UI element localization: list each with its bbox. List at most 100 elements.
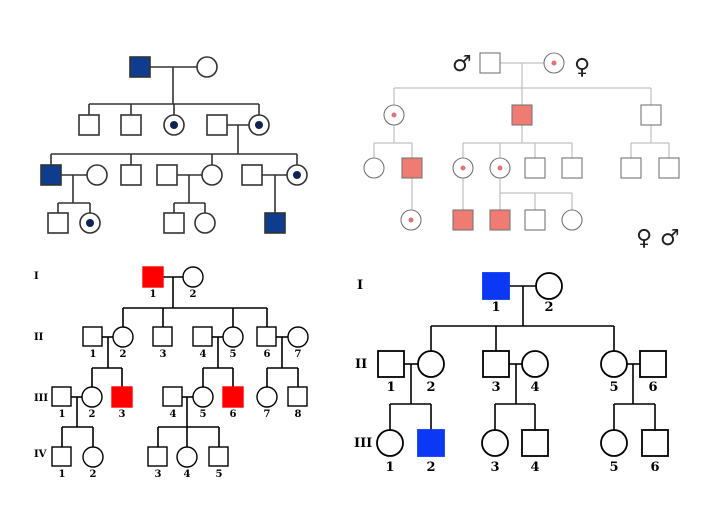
female-III-2 bbox=[81, 386, 103, 408]
individual-number: 3 bbox=[490, 460, 499, 475]
male-II-3 bbox=[152, 326, 173, 347]
individual-number: 5 bbox=[200, 409, 207, 420]
pedigree-bottom-right: I II III 1 2 1 2 3 4 5 6 1 2 bbox=[354, 272, 669, 475]
female-symbol: ♀ bbox=[574, 55, 590, 80]
female bbox=[201, 164, 223, 186]
female-I-2 bbox=[535, 272, 563, 300]
male-II-6 bbox=[256, 326, 277, 347]
individual-number: 5 bbox=[609, 380, 618, 395]
individual-number: 5 bbox=[609, 460, 618, 475]
affected-male bbox=[489, 209, 511, 231]
male-II-3 bbox=[482, 350, 510, 378]
individual-number: 1 bbox=[90, 349, 97, 360]
female-I-2 bbox=[182, 266, 204, 288]
affected-male bbox=[452, 209, 474, 231]
individual-number: 1 bbox=[386, 380, 395, 395]
male-III-6 bbox=[641, 429, 669, 457]
individual-number: 1 bbox=[385, 460, 394, 475]
female-III-3 bbox=[481, 429, 509, 457]
male-II-1 bbox=[82, 326, 103, 347]
female-III-7 bbox=[256, 386, 278, 408]
female-symbol: ♀ bbox=[636, 226, 652, 251]
male bbox=[640, 104, 662, 126]
affected-male bbox=[40, 164, 62, 186]
affected-male-III-3 bbox=[111, 386, 133, 408]
female-II-5 bbox=[600, 350, 628, 378]
male-symbol: ♂ bbox=[452, 52, 472, 77]
individual-number: 4 bbox=[530, 460, 539, 475]
pedigree-bottom-left: I II III IV 1 2 1 2 3 4 5 6 7 bbox=[34, 266, 309, 480]
individual-number: 6 bbox=[648, 380, 657, 395]
male bbox=[78, 114, 100, 136]
individual-number: 4 bbox=[200, 349, 207, 360]
individual-number: 1 bbox=[150, 289, 157, 300]
individual-number: 2 bbox=[190, 289, 197, 300]
male bbox=[524, 209, 546, 231]
male bbox=[120, 164, 142, 186]
female-III-5 bbox=[600, 429, 628, 457]
individual-number: 7 bbox=[295, 349, 302, 360]
individual-number: 1 bbox=[59, 469, 66, 480]
generation-label: I bbox=[357, 278, 363, 293]
male bbox=[524, 157, 546, 179]
individual-number: 2 bbox=[426, 460, 435, 475]
individual-number: 2 bbox=[89, 409, 96, 420]
individual-number: 4 bbox=[184, 469, 191, 480]
male bbox=[156, 164, 178, 186]
individual-number: 1 bbox=[59, 409, 66, 420]
generation-label: III bbox=[354, 436, 372, 451]
male-III-8 bbox=[287, 386, 308, 407]
female-IV-2 bbox=[82, 446, 104, 468]
individual-number: 3 bbox=[155, 469, 162, 480]
male bbox=[120, 114, 142, 136]
generation-label: II bbox=[355, 357, 367, 372]
affected-male bbox=[511, 104, 533, 126]
generation-label: IV bbox=[34, 449, 47, 460]
male bbox=[163, 212, 185, 234]
affected-male bbox=[264, 212, 286, 234]
female bbox=[561, 209, 583, 231]
individual-number: 2 bbox=[120, 349, 127, 360]
female-IV-4 bbox=[176, 446, 198, 468]
male bbox=[620, 157, 642, 179]
individual-number: 4 bbox=[530, 380, 539, 395]
individual-number: 2 bbox=[90, 469, 97, 480]
female bbox=[194, 212, 216, 234]
female-II-4 bbox=[521, 350, 549, 378]
generation-label: I bbox=[34, 271, 39, 282]
male bbox=[241, 164, 263, 186]
female-II-5 bbox=[222, 326, 244, 348]
female-II-2 bbox=[417, 350, 445, 378]
individual-number: 4 bbox=[170, 409, 177, 420]
female bbox=[196, 56, 218, 78]
affected-male-III-2 bbox=[417, 429, 445, 457]
individual-number: 7 bbox=[264, 409, 271, 420]
male-IV-1 bbox=[51, 446, 72, 467]
affected-male-III-6 bbox=[222, 386, 244, 408]
individual-number: 5 bbox=[216, 469, 223, 480]
generation-label: III bbox=[34, 393, 48, 404]
individual-number: 5 bbox=[230, 349, 237, 360]
male-III-1 bbox=[51, 386, 72, 407]
female-III-1 bbox=[376, 429, 404, 457]
individual-number: 2 bbox=[544, 300, 553, 315]
female bbox=[86, 164, 108, 186]
affected-male-I-1 bbox=[482, 272, 510, 300]
individual-number: 6 bbox=[264, 349, 271, 360]
individual-number: 3 bbox=[160, 349, 167, 360]
male bbox=[561, 157, 583, 179]
affected-male bbox=[401, 157, 423, 179]
individual-number: 3 bbox=[491, 380, 500, 395]
male-II-6 bbox=[639, 350, 667, 378]
male-III-4 bbox=[521, 429, 549, 457]
female bbox=[363, 157, 385, 179]
male-II-1 bbox=[377, 350, 405, 378]
male-III-4 bbox=[162, 386, 183, 407]
individual-number: 6 bbox=[650, 460, 659, 475]
individual-number: 1 bbox=[491, 300, 500, 315]
pedigree-top-right: ♂ ♀ ♀ ♂ bbox=[363, 52, 680, 251]
individual-number: 3 bbox=[119, 409, 126, 420]
male bbox=[47, 212, 69, 234]
male-IV-5 bbox=[208, 446, 229, 467]
female-II-7 bbox=[287, 326, 309, 348]
